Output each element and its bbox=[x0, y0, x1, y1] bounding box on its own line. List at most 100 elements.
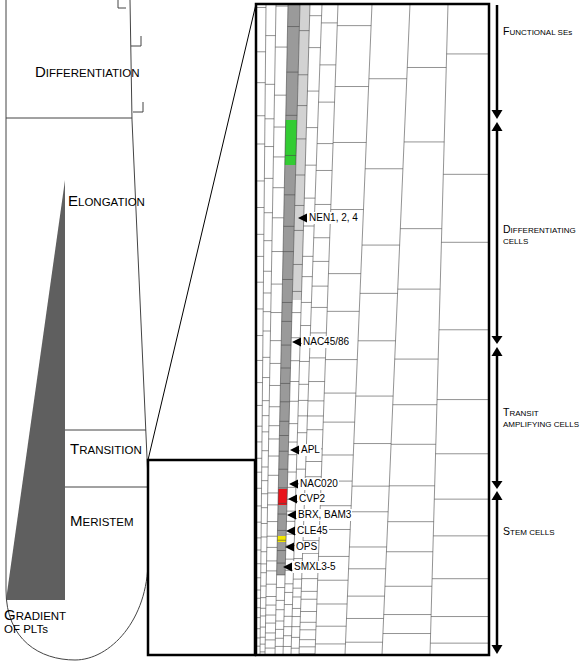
cell-wall bbox=[318, 556, 349, 557]
root-hair bbox=[118, 0, 126, 8]
stage-label: DIFFERENTIATING CELLS bbox=[503, 222, 583, 248]
cell-wall bbox=[283, 4, 300, 655]
marker-pointer bbox=[292, 338, 301, 347]
cell-wall bbox=[304, 198, 315, 199]
zone-boundary bbox=[65, 487, 148, 488]
cell-wall bbox=[264, 240, 272, 241]
cell-wall bbox=[266, 605, 276, 606]
highlight-cell bbox=[278, 489, 287, 505]
cell-wall bbox=[264, 178, 273, 179]
sieve-element-file bbox=[277, 4, 300, 575]
cell-wall bbox=[298, 400, 308, 401]
cell-wall bbox=[317, 143, 333, 144]
cell-wall bbox=[295, 205, 304, 206]
cell-wall bbox=[389, 485, 434, 486]
cell-wall bbox=[360, 293, 398, 294]
cell-wall bbox=[307, 415, 323, 416]
cell-wall bbox=[265, 648, 275, 649]
cell-wall bbox=[301, 302, 311, 303]
gene-marker: BRX, BAM3 bbox=[297, 509, 352, 521]
marker-pointer bbox=[286, 527, 295, 536]
cell-wall bbox=[292, 616, 300, 617]
cell-wall bbox=[263, 292, 271, 293]
cell-wall bbox=[281, 345, 291, 346]
cell-wall bbox=[256, 180, 264, 181]
root-hair bbox=[131, 36, 141, 46]
cell-wall bbox=[430, 643, 489, 644]
cell-wall bbox=[293, 264, 302, 265]
cell-wall bbox=[277, 530, 286, 531]
cell-wall bbox=[265, 639, 275, 640]
cell-wall bbox=[262, 415, 269, 416]
cell-wall bbox=[299, 384, 309, 385]
cell-wall bbox=[395, 359, 438, 360]
cell-wall bbox=[293, 596, 301, 597]
root-outline bbox=[6, 0, 148, 660]
cell-wall bbox=[354, 443, 391, 444]
cell-wall bbox=[351, 511, 388, 512]
cell-wall bbox=[279, 451, 288, 452]
cell-wall bbox=[276, 621, 284, 622]
gene-marker: NEN1, 2, 4 bbox=[308, 212, 359, 224]
cell-wall bbox=[268, 456, 279, 457]
cell-wall bbox=[287, 487, 296, 488]
gradient-label: GRADIENT OF PLTs bbox=[4, 606, 76, 636]
cell-wall bbox=[256, 82, 265, 83]
gene-marker: SMXL3-5 bbox=[293, 561, 337, 573]
cell-wall bbox=[288, 472, 297, 473]
cell-wall bbox=[277, 550, 286, 551]
gene-marker: CLE45 bbox=[296, 525, 329, 537]
zone-boundary bbox=[6, 118, 132, 119]
cell-wall bbox=[261, 507, 267, 508]
cell-wall bbox=[316, 170, 332, 171]
cell-wall bbox=[314, 237, 330, 238]
cell-wall bbox=[263, 357, 270, 358]
cell-wall bbox=[284, 226, 295, 227]
cell-wall bbox=[261, 572, 267, 573]
stage-label: FUNCTIONAL SEs bbox=[503, 24, 583, 39]
cell-wall bbox=[287, 511, 295, 512]
cell-wall bbox=[316, 626, 346, 627]
cell-wall bbox=[301, 325, 311, 326]
cell-wall bbox=[291, 360, 300, 361]
cell-wall bbox=[281, 368, 291, 369]
cell-wall bbox=[306, 461, 322, 462]
cell-wall bbox=[273, 156, 285, 157]
cell-wall bbox=[271, 284, 282, 285]
cell-grid bbox=[256, 4, 489, 655]
cell-wall bbox=[297, 105, 307, 106]
cell-wall bbox=[276, 6, 288, 7]
arrow-head bbox=[492, 110, 503, 119]
cell-wall bbox=[301, 599, 317, 600]
cell-wall bbox=[277, 574, 285, 575]
cell-wall bbox=[277, 563, 286, 564]
range-arrow bbox=[496, 130, 499, 337]
cell-wall bbox=[280, 401, 290, 402]
cell-wall bbox=[284, 194, 295, 195]
cell-wall bbox=[266, 570, 276, 571]
cell-wall bbox=[347, 618, 384, 619]
cell-wall bbox=[282, 321, 292, 322]
cell-wall bbox=[266, 584, 276, 585]
cell-wall bbox=[268, 475, 279, 476]
cell-wall bbox=[291, 4, 310, 655]
cell-wall bbox=[434, 499, 489, 500]
cell-wall bbox=[269, 425, 280, 426]
cell-wall bbox=[261, 493, 267, 494]
cell-wall bbox=[299, 646, 315, 647]
cell-wall bbox=[292, 626, 300, 627]
cell-wall bbox=[393, 404, 437, 405]
cell-wall bbox=[292, 312, 301, 313]
cell-wall bbox=[400, 228, 441, 229]
cell-wall bbox=[269, 406, 280, 407]
zone-boundary bbox=[65, 430, 146, 431]
cell-wall bbox=[313, 261, 329, 262]
range-arrow bbox=[496, 5, 499, 111]
cell-wall bbox=[327, 311, 359, 312]
cell-wall bbox=[265, 146, 274, 147]
cell-wall bbox=[298, 415, 307, 416]
zone-label: MERISTEM bbox=[70, 512, 134, 529]
cell-wall bbox=[304, 226, 315, 227]
cell-wall bbox=[266, 615, 276, 616]
cell-wall bbox=[271, 312, 282, 313]
